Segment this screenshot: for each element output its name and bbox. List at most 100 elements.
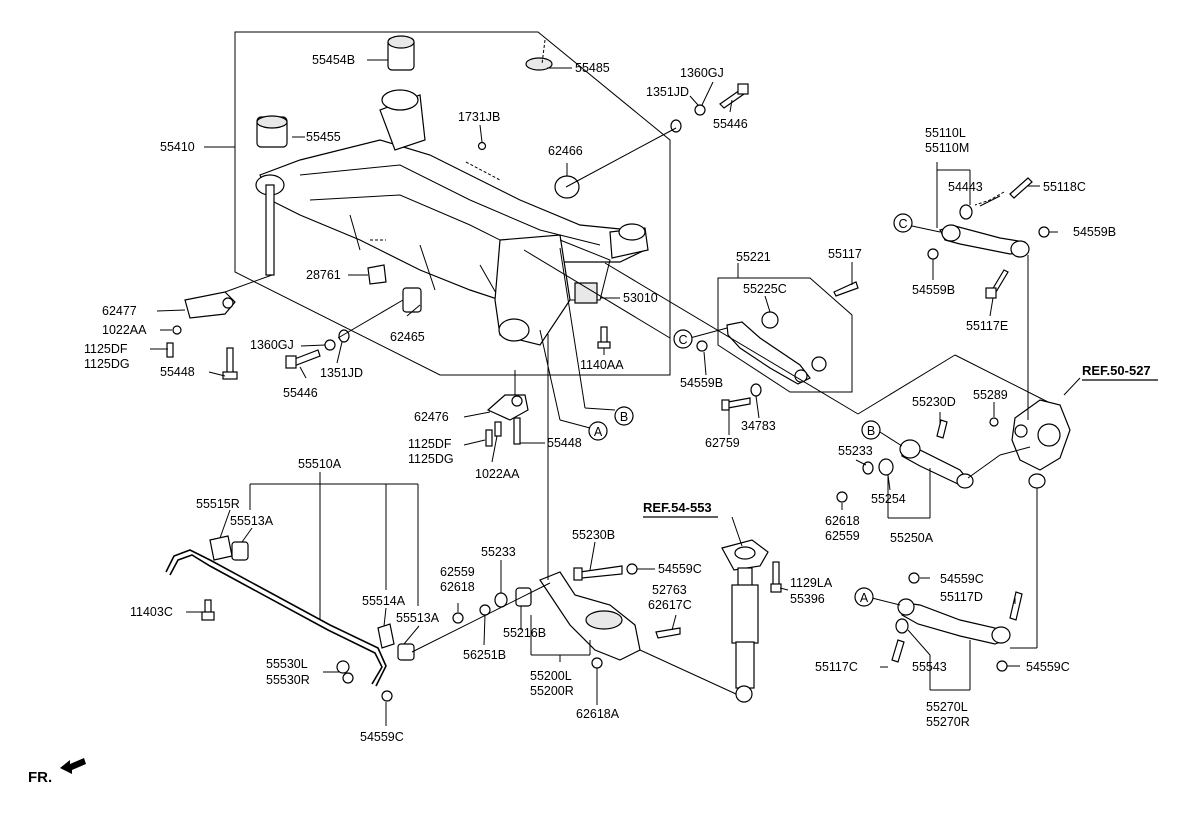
label-62477: 62477 [102,304,137,318]
bolt-1129LA [770,561,782,593]
bolt-55289 [989,417,999,427]
label-55270R: 55270R [926,715,970,729]
circle-ref-B-2: B [861,420,881,440]
label-62759: 62759 [705,436,740,450]
shock-absorber [721,539,769,703]
label-54559C-c: 54559C [940,572,984,586]
bolt-55117C [891,639,905,663]
circle-ref-B-1: B [614,406,634,426]
nut-1360GJ-a [694,104,706,116]
label-55254: 55254 [871,492,906,506]
label-62466: 62466 [548,144,583,158]
label-55225C: 55225C [743,282,787,296]
label-55117: 55117 [828,247,862,261]
bolt-55446-b [285,349,321,369]
label-1351JD-b: 1351JD [320,366,363,380]
label-1125DG: 1125DG [84,357,130,371]
label-1360GJ-b: 1360GJ [250,338,294,352]
label-1731JB: 1731JB [458,110,500,124]
nut-54559C-b [626,563,638,575]
label-62559-b: 62559 [440,565,475,579]
bolt-1140AA [597,326,611,349]
label-54559B-b: 54559B [1073,225,1116,239]
circle-ref-A-1: A [588,421,608,441]
label-28761: 28761 [306,268,341,282]
front-arrow-icon [60,758,86,774]
circle-ref-C-2: C [893,213,913,233]
label-55110M: 55110M [925,141,969,155]
nut-62618A [591,657,603,669]
bracket-53010 [574,282,598,304]
ref-54-553: REF.54-553 [643,500,718,518]
label-53010: 53010 [623,291,658,305]
label-55250A: 55250A [890,531,934,545]
label-54559C-d: 54559C [1026,660,1070,674]
bolt-62759 [721,397,751,411]
crossmember [259,89,649,346]
bushing-62465 [402,287,422,313]
label-55485: 55485 [575,61,610,75]
mount-stem [265,184,275,276]
label-55221: 55221 [736,250,771,264]
bolt-62617C [655,627,681,639]
label-55233-b: 55233 [481,545,516,559]
nut-62618-a [836,491,848,503]
label-55530R: 55530R [266,673,310,687]
arm-55110 [939,204,1030,258]
nut-54559C-a [381,690,393,702]
label-55446: 55446 [713,117,748,131]
label-54559C: 54559C [360,730,404,744]
nut-54559C-d [996,660,1008,672]
bushing-55513A-b [397,643,415,661]
nut-54559B-a [696,340,708,352]
label-55233: 55233 [838,444,873,458]
bracket-55515R [209,535,233,561]
bushing-55455 [256,115,288,148]
label-62617C: 62617C [648,598,692,612]
bolt-1731JB [477,141,487,151]
bracket-55514A [377,623,395,649]
label-62618-b: 62618 [440,580,475,594]
label-55513A-b: 55513A [396,611,440,625]
svg-text:B: B [867,424,875,438]
svg-text:C: C [678,333,687,347]
label-62618A: 62618A [576,707,620,721]
label-56251B: 56251B [463,648,506,662]
label-55270L: 55270L [926,700,968,714]
label-1140AA: 1140AA [580,358,624,372]
part-labels: 55454B 55485 1360GJ 1351JD 55446 1731JB … [84,53,1116,744]
svg-text:C: C [898,217,907,231]
subframe-mount-right [498,318,530,342]
label-52763: 52763 [652,583,687,597]
label-54559B-c: 54559B [912,283,955,297]
bolt-55117 [833,281,859,297]
svg-text:B: B [620,410,628,424]
knuckle [1011,399,1071,489]
label-55289: 55289 [973,388,1008,402]
bushing-55513A-a [231,541,249,561]
svg-text:A: A [594,425,603,439]
bolt-55230D [936,419,948,439]
label-55530L: 55530L [266,657,308,671]
label-62476: 62476 [414,410,449,424]
bracket-62476 [485,394,529,447]
label-55515R: 55515R [196,497,240,511]
label-62618: 62618 [825,514,860,528]
label-1351JD: 1351JD [646,85,689,99]
label-55118C: 55118C [1043,180,1086,194]
circle-ref-A-2: A [854,587,874,607]
label-11403C: 11403C [130,605,173,619]
washer-55485 [525,57,553,71]
bolt-11403C [201,599,215,621]
label-62559: 62559 [825,529,860,543]
label-55510A: 55510A [298,457,342,471]
label-55514A: 55514A [362,594,406,608]
label-1022AA-b: 1022AA [475,467,520,481]
label-54443: 54443 [948,180,983,194]
lower-arm-55200 [452,571,641,661]
label-34783: 34783 [741,419,776,433]
bolt-55446-a [719,83,749,109]
label-1125DF-b: 1125DF [408,437,452,451]
label-55446-b: 55446 [283,386,318,400]
